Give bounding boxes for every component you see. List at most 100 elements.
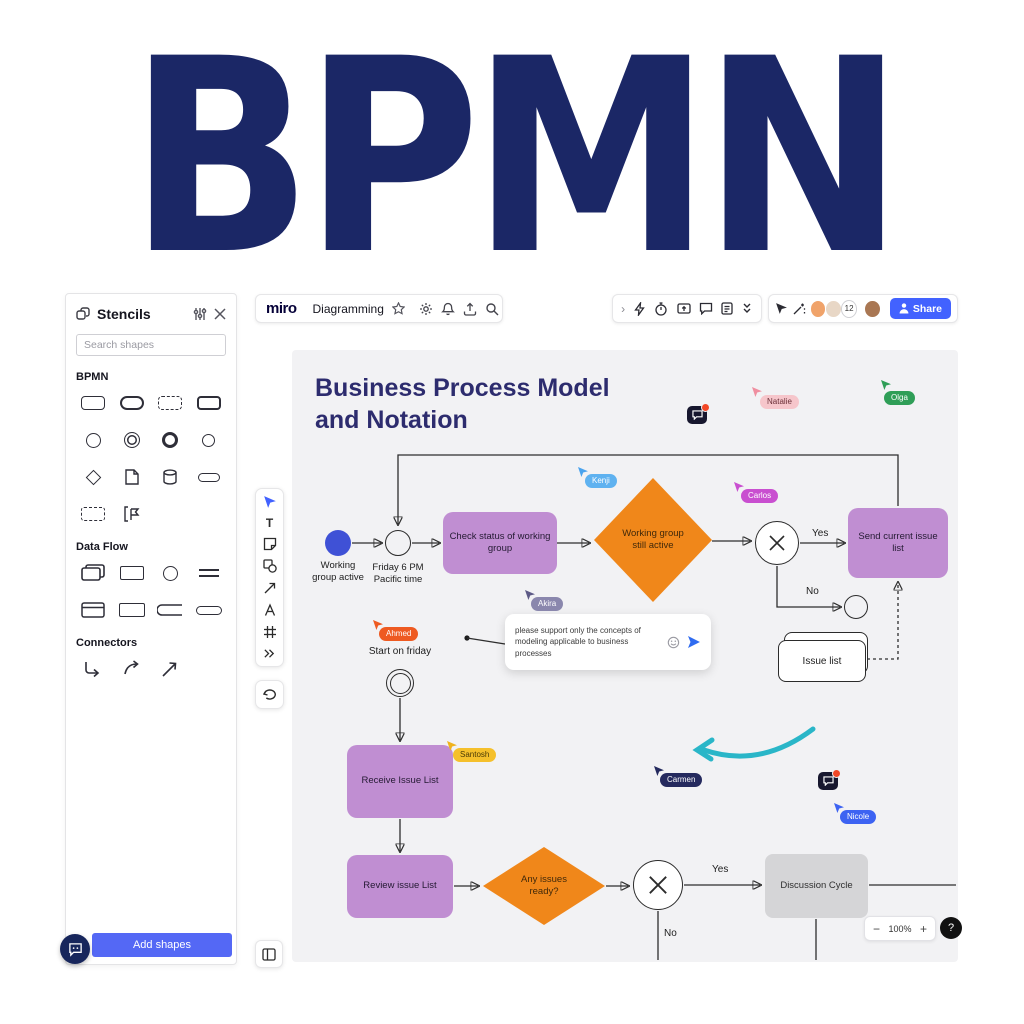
section-label-data-flow: Data Flow <box>76 541 128 553</box>
stencil-thin-circle-event[interactable] <box>194 430 224 450</box>
task-review-issue-list[interactable]: Review issue List <box>347 855 453 918</box>
star-icon[interactable] <box>391 302 405 315</box>
zoom-level[interactable]: 100% <box>888 923 912 934</box>
stencil-grid-connectors <box>66 651 236 681</box>
add-shapes-button[interactable]: Add shapes <box>92 933 232 957</box>
end-event-1[interactable] <box>844 595 868 619</box>
stencil-rectangle[interactable] <box>117 563 147 583</box>
collapse-icon[interactable] <box>741 302 753 315</box>
notes-icon[interactable] <box>721 302 733 315</box>
task-send-issue-list[interactable]: Send current issue list <box>848 508 948 578</box>
zoom-in-button[interactable]: + <box>919 921 927 936</box>
present-icon[interactable] <box>676 302 691 315</box>
sticky-note-tool[interactable] <box>263 537 277 551</box>
collaborator-pill: Santosh <box>453 748 497 762</box>
stencil-wide-rectangle[interactable] <box>117 600 147 620</box>
stencil-icon <box>76 307 90 321</box>
start-friday-label[interactable]: Start on friday <box>368 646 432 657</box>
timer-icon[interactable] <box>654 301 668 316</box>
comment-text: please support only the concepts of mode… <box>515 625 641 658</box>
bell-icon[interactable] <box>440 302 455 316</box>
collaborator-pill: Ahmed <box>379 627 419 641</box>
stencil-thick-circle-event[interactable] <box>155 430 185 450</box>
frames-panel-button[interactable] <box>255 940 283 968</box>
board-title[interactable]: Business Process Model and Notation <box>315 372 610 436</box>
shapes-tool[interactable] <box>262 559 277 573</box>
emoji-icon[interactable] <box>667 636 680 649</box>
edge-label-yes-2: Yes <box>712 864 729 875</box>
stencil-circle-event[interactable] <box>78 430 108 450</box>
start-event-working-group[interactable] <box>325 530 351 556</box>
stencil-parallel-lines[interactable] <box>194 563 224 583</box>
help-button[interactable]: ? <box>940 917 962 939</box>
expand-icon[interactable]: › <box>621 301 626 316</box>
board-title-line2: and Notation <box>315 406 468 434</box>
gateway-label: Working group still active <box>622 527 684 551</box>
lightning-icon[interactable] <box>633 301 646 316</box>
stencil-task-rounded-rectangle[interactable] <box>117 393 147 413</box>
issue-list-card[interactable]: Issue list <box>778 640 866 682</box>
stencil-ellipse[interactable] <box>155 563 185 583</box>
exclusive-gateway-1[interactable] <box>755 521 799 565</box>
connector-tool[interactable] <box>263 581 277 595</box>
task-check-status[interactable]: Check status of working group <box>443 512 557 574</box>
feedback-chat-button[interactable] <box>60 934 90 964</box>
task-discussion-cycle[interactable]: Discussion Cycle <box>765 854 868 918</box>
more-tools[interactable] <box>263 647 276 660</box>
comment-box[interactable]: please support only the concepts of mode… <box>505 614 711 670</box>
star-doodle <box>421 476 453 508</box>
stencil-stacked-rectangles[interactable] <box>78 563 108 583</box>
pen-tool[interactable] <box>263 603 277 617</box>
stencil-flat-rectangle[interactable] <box>194 600 224 620</box>
miro-logo[interactable]: miro <box>266 300 297 317</box>
stencil-open-flat-rectangle[interactable] <box>155 600 185 620</box>
stencil-curved-arrow[interactable] <box>117 659 147 679</box>
magic-wand-icon[interactable] <box>792 302 806 316</box>
text-tool[interactable]: T <box>265 516 274 530</box>
stencil-event-flag[interactable] <box>117 504 147 524</box>
share-button[interactable]: Share <box>889 298 951 319</box>
cursor-icon[interactable] <box>775 302 788 315</box>
task-receive-issue-list-label: Receive Issue List <box>361 775 439 787</box>
task-send-issue-list-label: Send current issue list <box>858 530 938 554</box>
topbar-collab: 12 Share <box>768 294 958 323</box>
avatar[interactable] <box>810 299 827 318</box>
undo-button[interactable] <box>255 680 284 709</box>
timer-event[interactable] <box>385 530 411 556</box>
stencil-titled-rectangle[interactable] <box>78 600 108 620</box>
stencil-dashed-subprocess[interactable] <box>78 504 108 524</box>
task-receive-issue-list[interactable]: Receive Issue List <box>347 745 453 818</box>
sliders-icon[interactable] <box>193 307 207 321</box>
gear-icon[interactable] <box>419 302 433 316</box>
board-name[interactable]: Diagramming <box>312 301 384 316</box>
stencil-double-circle-event[interactable] <box>117 430 147 450</box>
exclusive-gateway-2[interactable] <box>633 860 683 910</box>
connector-lines <box>352 454 956 960</box>
frame-tool[interactable] <box>263 625 277 639</box>
search-shapes-input[interactable] <box>76 334 226 356</box>
stencil-straight-arrow[interactable] <box>155 659 185 679</box>
select-cursor-tool[interactable] <box>263 495 277 509</box>
avatar[interactable] <box>825 299 842 318</box>
chat-icon[interactable] <box>699 302 713 315</box>
stencil-flat-rounded-rectangle[interactable] <box>194 467 224 487</box>
stencil-dashed-rounded-rectangle[interactable] <box>155 393 185 413</box>
comment-badge[interactable] <box>687 403 710 424</box>
stencil-diamond-gateway[interactable] <box>78 467 108 487</box>
start-event-friday[interactable] <box>386 669 414 697</box>
stencil-rounded-rectangle[interactable] <box>78 393 108 413</box>
stencil-elbow-arrow[interactable] <box>78 659 108 679</box>
stencil-data-store[interactable] <box>155 467 185 487</box>
avatar[interactable] <box>864 299 881 318</box>
stencil-thick-rounded-rectangle[interactable] <box>194 393 224 413</box>
close-icon[interactable] <box>214 308 226 320</box>
stencil-document[interactable] <box>117 467 147 487</box>
zoom-out-button[interactable]: − <box>873 921 881 936</box>
stencil-grid-bpmn <box>66 385 236 526</box>
topbar-left: miro Diagramming <box>255 294 503 323</box>
upload-icon[interactable] <box>463 302 477 316</box>
search-icon[interactable] <box>485 302 499 316</box>
comment-badge[interactable] <box>818 769 841 790</box>
send-icon[interactable] <box>687 635 701 649</box>
collaborator-count-badge[interactable]: 12 <box>840 299 858 318</box>
